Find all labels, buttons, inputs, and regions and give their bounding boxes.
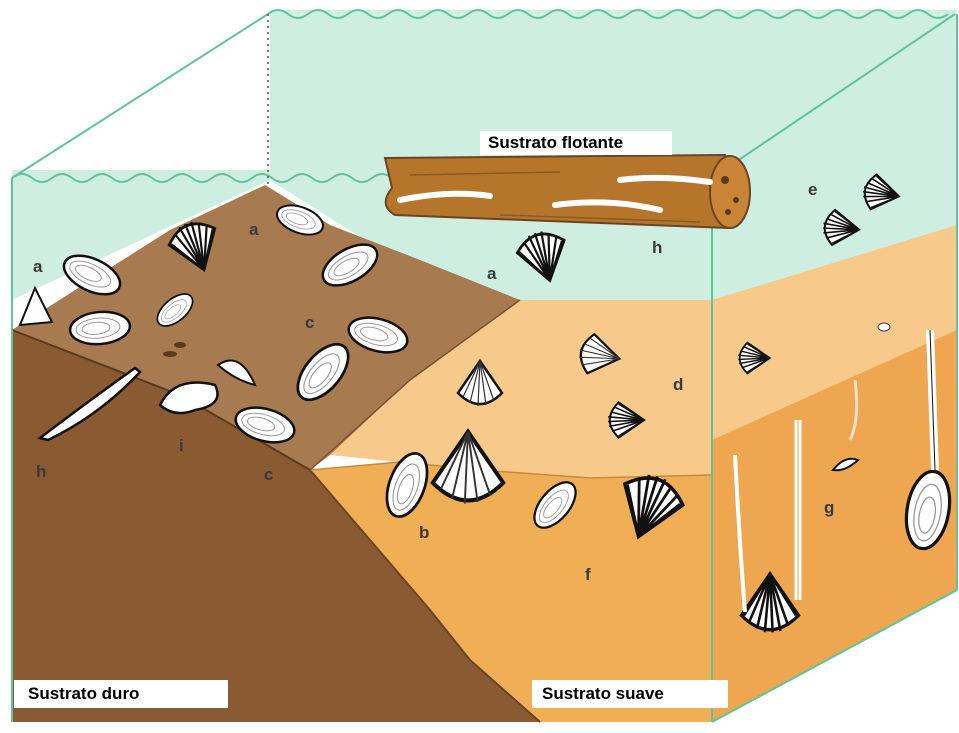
letter-h-log: h bbox=[652, 238, 662, 258]
letter-i: i bbox=[179, 436, 184, 456]
letter-h-left: h bbox=[36, 462, 46, 482]
floating-substrate-label: Sustrato flotante bbox=[480, 131, 672, 155]
hard-substrate-label: Sustrato duro bbox=[14, 680, 228, 708]
letter-e: e bbox=[808, 180, 817, 200]
letter-f: f bbox=[585, 565, 591, 585]
letter-d: d bbox=[673, 375, 683, 395]
letter-g: g bbox=[824, 498, 834, 518]
letter-c-upper: c bbox=[305, 313, 314, 333]
letter-c-lower: c bbox=[264, 465, 273, 485]
letter-a-top-left: a bbox=[33, 257, 42, 277]
letter-a-top-center: a bbox=[249, 220, 258, 240]
letter-a-log: a bbox=[487, 264, 496, 284]
letter-b: b bbox=[419, 523, 429, 543]
soft-substrate-label: Sustrato suave bbox=[532, 680, 728, 708]
floating-log bbox=[385, 155, 750, 228]
